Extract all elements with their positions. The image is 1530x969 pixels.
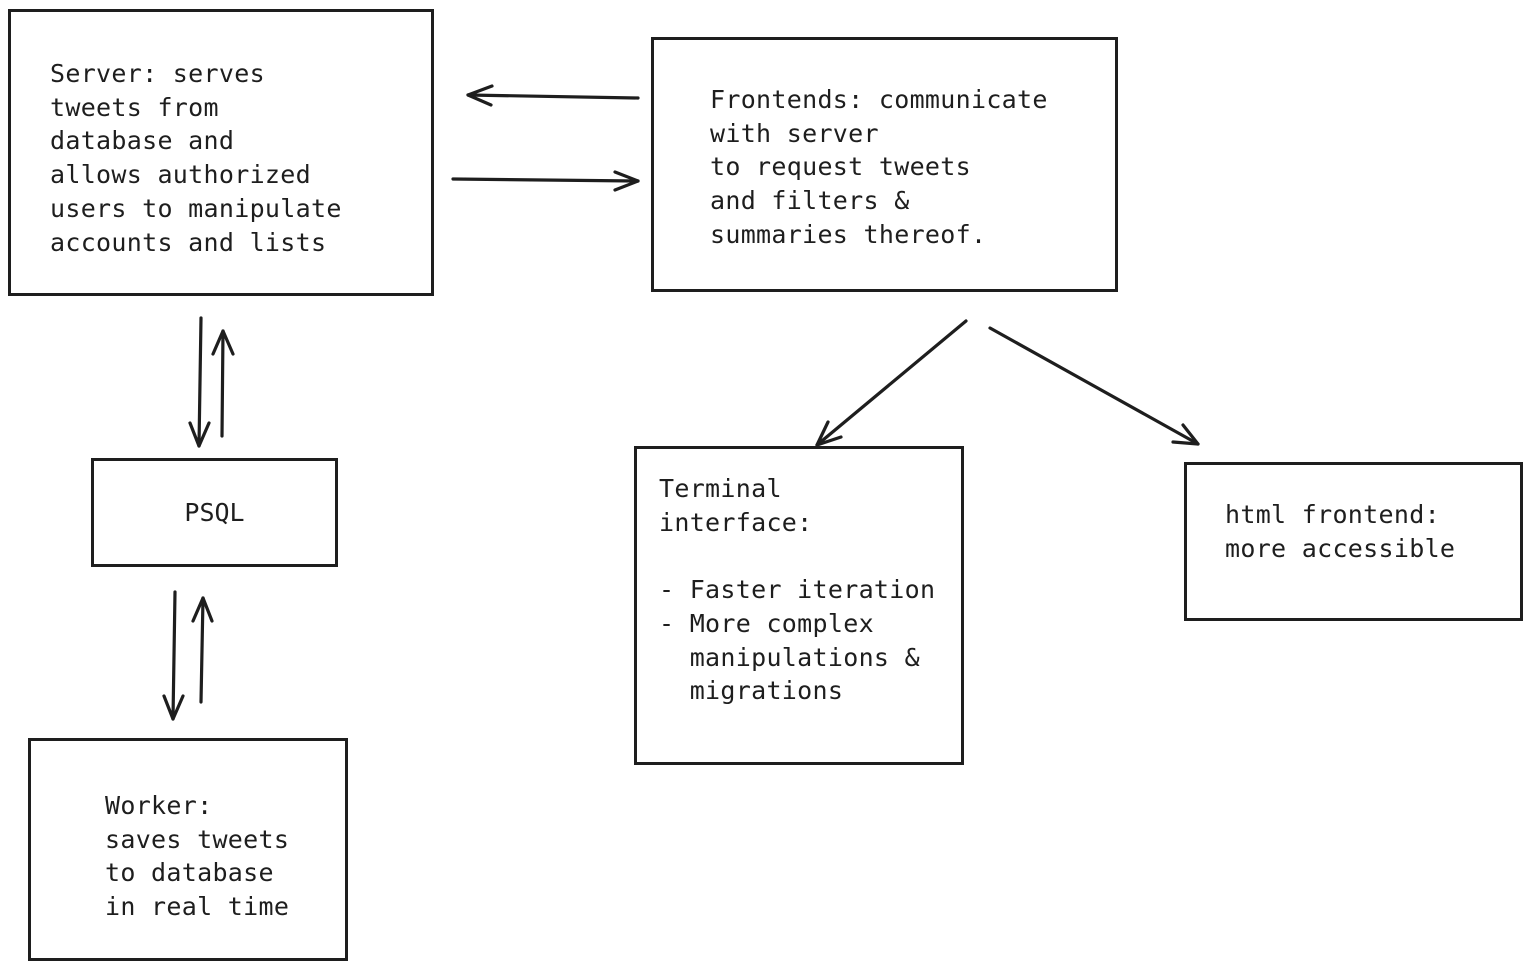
arrow-frontends-to-html-shaft — [988, 326, 1200, 446]
arrow-server-to-psql-shaft — [197, 316, 203, 448]
html-frontend-node: html frontend: more accessible — [1184, 462, 1523, 621]
server-node: Server: serves tweets from database and … — [8, 9, 434, 296]
psql-node: PSQL — [91, 458, 338, 567]
terminal-interface-node: Terminal interface: - Faster iteration -… — [634, 446, 964, 765]
arrow-server-to-psql — [188, 316, 211, 448]
arrow-psql-to-worker-shaft — [171, 590, 177, 721]
psql-node-text: PSQL — [184, 498, 245, 527]
arrow-psql-to-server-head — [211, 329, 235, 356]
arrow-server-to-frontends — [451, 170, 640, 192]
arrow-frontends-to-html — [988, 326, 1200, 446]
frontends-node-text: Frontends: communicate with server to re… — [710, 85, 1048, 249]
arrow-psql-to-worker-head — [162, 694, 185, 721]
arrow-server-to-psql-head — [188, 421, 211, 448]
arrow-frontends-to-server-shaft — [466, 93, 640, 100]
arrow-worker-to-psql — [191, 596, 214, 704]
arrow-frontends-to-terminal — [815, 319, 968, 447]
worker-node: Worker: saves tweets to database in real… — [28, 738, 348, 961]
arrow-psql-to-server-shaft — [220, 329, 225, 438]
arrow-frontends-to-server-head — [466, 84, 494, 107]
arrow-psql-to-server — [211, 329, 235, 438]
arrow-psql-to-worker — [162, 590, 185, 721]
arrow-frontends-to-terminal-head — [815, 420, 843, 447]
arrow-worker-to-psql-head — [191, 596, 214, 623]
worker-node-text: Worker: saves tweets to database in real… — [105, 791, 290, 922]
arrow-frontends-to-html-head — [1171, 423, 1200, 446]
frontends-node: Frontends: communicate with server to re… — [651, 37, 1118, 292]
arrow-server-to-frontends-head — [613, 170, 640, 192]
terminal-interface-node-text: Terminal interface: - Faster iteration -… — [659, 474, 936, 706]
html-frontend-node-text: html frontend: more accessible — [1225, 500, 1456, 563]
server-node-text: Server: serves tweets from database and … — [50, 59, 342, 257]
arrow-worker-to-psql-shaft — [199, 596, 205, 704]
arrow-server-to-frontends-shaft — [451, 177, 640, 183]
arrow-frontends-to-server — [466, 84, 640, 107]
arrow-frontends-to-terminal-shaft — [815, 319, 968, 447]
